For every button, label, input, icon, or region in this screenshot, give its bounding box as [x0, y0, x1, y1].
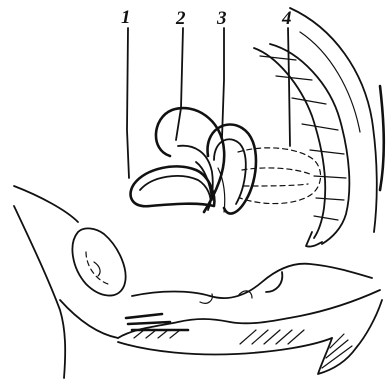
pelvic-floor-curve: [132, 264, 372, 298]
pubic-bone-outer: [72, 228, 125, 295]
front-body-outline: [14, 186, 78, 222]
vertebra-5: [310, 150, 344, 154]
pubic-bone-mark: [94, 262, 100, 276]
vertebra-4: [302, 124, 338, 130]
pubic-bone: [72, 228, 125, 295]
vertebra-7: [316, 198, 344, 200]
vertebra-1: [260, 56, 296, 60]
perineum-hatch-2: [240, 330, 304, 344]
back-contour-inner: [300, 32, 360, 132]
coccyx: [306, 232, 322, 247]
dashed-outline: [238, 148, 321, 204]
leader-line-2: [176, 28, 183, 140]
vertebra-6: [314, 176, 346, 178]
pelvic-floor-hook-2: [266, 272, 282, 292]
vertebra-3: [292, 98, 326, 104]
vertebra-2: [276, 76, 312, 80]
dashed-inner-1: [242, 168, 310, 174]
leader-line-1: [127, 28, 129, 178]
loop-1-inner: [140, 176, 211, 204]
thigh-front: [60, 300, 118, 338]
front-body-outline-lower: [14, 206, 65, 378]
callout-label-3: 3: [216, 8, 227, 29]
fold-c: [218, 168, 225, 212]
dashed-structure: [238, 148, 321, 204]
pubic-bone-inner: [86, 252, 108, 284]
spine: [254, 44, 349, 247]
callout-label-1: 1: [121, 7, 131, 28]
leader-line-3: [222, 28, 224, 138]
vertebra-8: [314, 216, 338, 220]
organ-loops: [131, 108, 256, 213]
spine-back-edge: [270, 44, 349, 244]
leader-line-4: [288, 28, 290, 146]
callout-label-4: 4: [281, 8, 292, 29]
loop-3-inner: [214, 139, 246, 204]
buttock-right: [318, 300, 382, 374]
buttock-lower: [118, 338, 332, 355]
callout-label-2: 2: [175, 8, 186, 29]
right-edge-mark: [380, 86, 384, 190]
